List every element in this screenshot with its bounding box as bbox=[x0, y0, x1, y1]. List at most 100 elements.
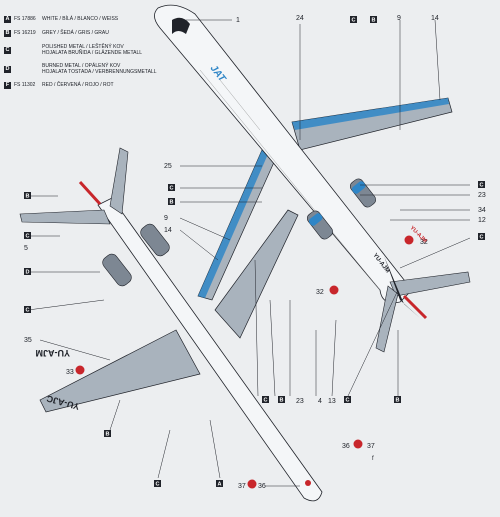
bottom-nose-marker bbox=[305, 480, 311, 486]
registration-bottom-a: YU-AJM bbox=[35, 348, 70, 358]
marker-c bbox=[478, 181, 485, 188]
legend-text: RED / ČERVENÁ / ROJO / ROT bbox=[42, 82, 114, 88]
marker-letter: C bbox=[170, 186, 174, 192]
top-stabilizer-right bbox=[389, 271, 471, 297]
bottom-engine-right bbox=[140, 223, 170, 257]
marker-letter: C bbox=[156, 482, 160, 488]
marker-a bbox=[216, 480, 223, 487]
label-36: 36 bbox=[342, 443, 350, 450]
marker-b bbox=[24, 192, 31, 199]
top-engine-left-intake bbox=[308, 213, 323, 226]
legend-item-f: F FS 11302 RED / ČERVENÁ / ROJO / ROT bbox=[4, 80, 174, 90]
bottom-stabilizer-right bbox=[109, 147, 129, 215]
callout-lines bbox=[27, 19, 471, 487]
label-36-bottom: 36 bbox=[258, 483, 266, 490]
top-stabilizer-left bbox=[375, 285, 399, 353]
legend-item-b: B FS 16219 GREY / ŠEDÁ / GRIS / GRAU bbox=[4, 28, 174, 38]
label-14: 14 bbox=[431, 15, 439, 22]
label-35: 35 bbox=[24, 337, 32, 344]
label-32-mid: 32 bbox=[316, 289, 324, 296]
marker-c bbox=[478, 233, 485, 240]
label-14b: 14 bbox=[164, 227, 172, 234]
decal-32-mid bbox=[329, 285, 339, 295]
legend-code: FS 16219 bbox=[14, 30, 36, 36]
top-wing-left-leading-edge bbox=[198, 150, 268, 298]
label-33: 33 bbox=[66, 369, 74, 376]
bottom-wing-right bbox=[214, 209, 299, 339]
legend-item-c: C POLISHED METAL / LEŠTĚNÝ KOV HOJALATA … bbox=[4, 42, 174, 58]
legend-text: POLISHED METAL / LEŠTĚNÝ KOV HOJALATA BR… bbox=[42, 44, 143, 56]
marker-letter: D bbox=[26, 270, 30, 276]
legend-item-a: A FS 17886 WHITE / BÍLÁ / BLANCO / WEISS bbox=[4, 14, 174, 24]
marker-d bbox=[24, 268, 31, 275]
decal-32-right bbox=[404, 235, 414, 245]
marker-b bbox=[168, 198, 175, 205]
marker-letter: B bbox=[280, 398, 284, 404]
legend-text: GREY / ŠEDÁ / GRIS / GRAU bbox=[42, 30, 109, 36]
top-engine-right-intake bbox=[351, 181, 366, 194]
top-cockpit-window bbox=[172, 17, 190, 34]
label-f: f bbox=[372, 456, 374, 462]
label-37: 37 bbox=[367, 443, 375, 450]
top-view-aircraft: JAT YU-AJM bbox=[154, 4, 471, 353]
bottom-fuselage bbox=[97, 197, 323, 502]
color-legend: A FS 17886 WHITE / BÍLÁ / BLANCO / WEISS… bbox=[4, 14, 174, 94]
decal-36-37 bbox=[353, 439, 363, 449]
marker-letter: A bbox=[218, 482, 222, 488]
legend-letter: F bbox=[4, 81, 11, 89]
marker-c bbox=[24, 232, 31, 239]
legend-text: WHITE / BÍLÁ / BLANCO / WEISS bbox=[42, 16, 119, 22]
label-25: 25 bbox=[164, 163, 172, 170]
top-wing-right-leading-edge bbox=[292, 98, 449, 130]
marker-c bbox=[168, 184, 175, 191]
bottom-engine-left bbox=[102, 253, 132, 287]
top-tail-cone bbox=[402, 294, 428, 320]
decal-37-36 bbox=[247, 479, 257, 489]
marker-c bbox=[350, 16, 357, 23]
marker-letter: B bbox=[372, 18, 376, 24]
label-23-right: 23 bbox=[478, 192, 486, 199]
decal-33 bbox=[75, 365, 85, 375]
bottom-tail-cone bbox=[78, 180, 102, 206]
top-engine-right bbox=[349, 178, 377, 208]
marker-c bbox=[24, 306, 31, 313]
legend-item-d: D BURNED METAL / OPÁLENÝ KOV HOJALATA TO… bbox=[4, 61, 174, 77]
label-4: 4 bbox=[318, 398, 322, 405]
label-12: 12 bbox=[478, 217, 486, 224]
marker-b bbox=[370, 16, 377, 23]
label-9: 9 bbox=[397, 15, 401, 22]
marker-letter: C bbox=[346, 398, 350, 404]
marker-letter: C bbox=[26, 308, 30, 314]
bottom-view-aircraft: YU-AJM YU-AJC bbox=[19, 147, 323, 502]
label-5: 5 bbox=[24, 245, 28, 252]
label-24: 24 bbox=[296, 15, 304, 22]
marker-letter: C bbox=[352, 18, 356, 24]
label-13: 13 bbox=[328, 398, 336, 405]
marker-letter: B bbox=[396, 398, 400, 404]
label-37-bottom: 37 bbox=[238, 483, 246, 490]
label-34: 34 bbox=[478, 207, 486, 214]
marker-letter: B bbox=[106, 432, 110, 438]
marker-c bbox=[344, 396, 351, 403]
legend-letter: D bbox=[4, 65, 11, 73]
label-9b: 9 bbox=[164, 215, 168, 222]
marker-c bbox=[262, 396, 269, 403]
marker-letter: C bbox=[264, 398, 268, 404]
marker-letter: B bbox=[26, 194, 30, 200]
marker-letter: C bbox=[26, 234, 30, 240]
marker-c bbox=[154, 480, 161, 487]
legend-letter: C bbox=[4, 46, 11, 54]
legend-letter: B bbox=[4, 29, 11, 37]
legend-code: FS 17886 bbox=[14, 16, 36, 22]
marker-b bbox=[278, 396, 285, 403]
marker-letter: C bbox=[480, 183, 484, 189]
marker-letter: C bbox=[480, 235, 484, 241]
label-1: 1 bbox=[236, 17, 240, 24]
label-23-bottom: 23 bbox=[296, 398, 304, 405]
marker-b bbox=[104, 430, 111, 437]
legend-text: BURNED METAL / OPÁLENÝ KOV HOJALATA TOST… bbox=[42, 63, 157, 75]
label-32-right: 32 bbox=[420, 239, 428, 246]
